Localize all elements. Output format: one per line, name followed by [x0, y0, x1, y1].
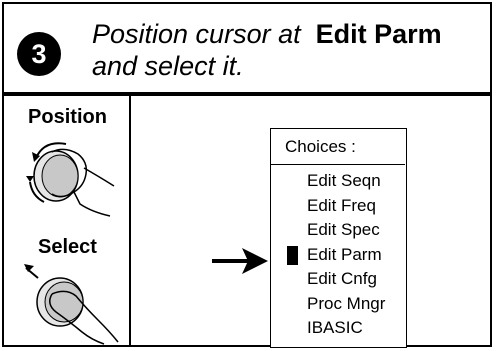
menu-item-label: Edit Parm [307, 244, 382, 264]
menu-divider [271, 164, 405, 165]
menu-item-edit-cnfg[interactable]: Edit Cnfg [271, 267, 405, 292]
menu-item-edit-spec[interactable]: Edit Spec [271, 218, 405, 243]
menu-item-label: Edit Freq [307, 195, 376, 215]
menu-item-ibasic[interactable]: IBASIC [271, 316, 405, 341]
menu-item-label: Edit Spec [307, 220, 380, 239]
menu-item-edit-parm[interactable]: Edit Parm [271, 243, 405, 268]
menu-item-edit-seqn[interactable]: Edit Seqn [271, 169, 405, 194]
choices-menu: Choices : Edit Seqn Edit Freq Edit Spec … [270, 128, 407, 348]
instruction-line2: and select it. [92, 51, 244, 81]
instruction-line1-prefix: Position cursor at [92, 19, 301, 49]
menu-item-label: IBASIC [307, 318, 363, 337]
step-number-badge: 3 [17, 32, 61, 76]
selection-cursor [287, 245, 298, 265]
select-label: Select [38, 236, 97, 258]
right-arrow-icon [212, 248, 268, 274]
menu-title: Choices : [285, 137, 356, 156]
position-label: Position [28, 106, 107, 128]
menu-item-edit-freq[interactable]: Edit Freq [271, 194, 405, 219]
menu-list: Edit Seqn Edit Freq Edit Spec Edit Parm … [271, 169, 405, 341]
menu-item-label: Proc Mngr [307, 293, 386, 313]
rotary-knob-rotate-icon [26, 142, 115, 217]
menu-item-label: Edit Cnfg [307, 269, 377, 288]
rotary-knob-press-icon [24, 264, 119, 345]
instruction-panel: 3 Position cursor at Edit Parm and selec… [2, 2, 492, 348]
instruction-target: Edit Parm [315, 19, 442, 49]
control-legend: Position Select [4, 96, 131, 345]
menu-item-proc-mngr[interactable]: Proc Mngr [271, 292, 405, 317]
step-instruction: Position cursor at Edit Parm and select … [92, 18, 442, 82]
menu-item-label: Edit Seqn [307, 171, 381, 190]
step-header: 3 Position cursor at Edit Parm and selec… [4, 4, 490, 96]
